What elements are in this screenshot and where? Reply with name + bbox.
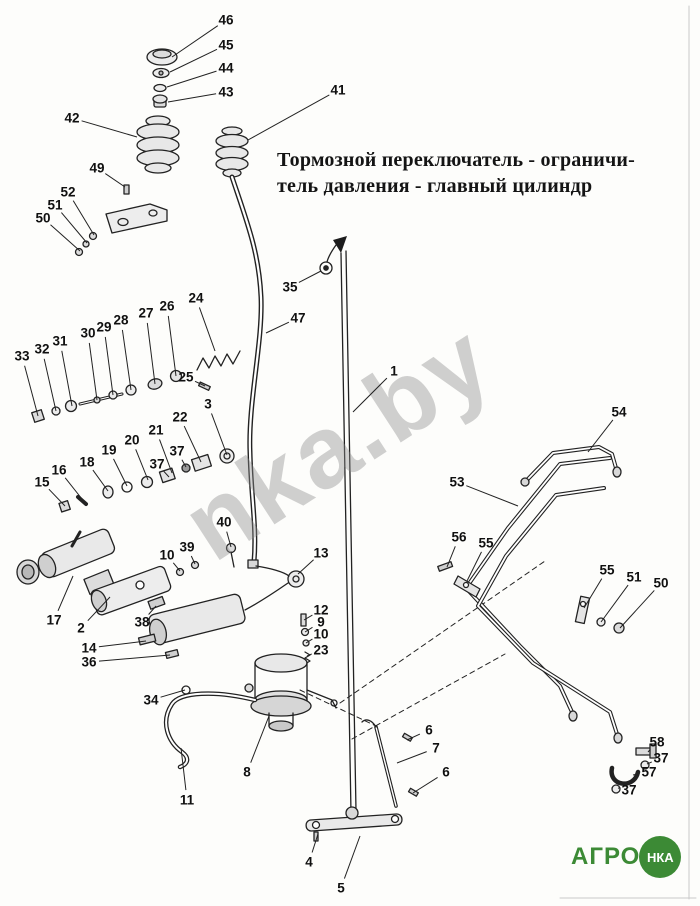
leader-line-31: [61, 350, 73, 407]
leader-line-22: [183, 425, 202, 463]
bottom-right-clamp: [609, 743, 657, 794]
leader-line-9: [304, 626, 313, 633]
diagram-title-line1: Тормозной переключатель - ограничи-: [277, 149, 636, 171]
leader-line-34: [160, 689, 186, 698]
leader-line-55: [583, 578, 603, 609]
pipe-clamps: [437, 561, 625, 634]
leader-line-42: [81, 120, 138, 138]
limiter-small-parts: [300, 613, 311, 665]
leader-line-15: [48, 488, 66, 507]
leader-line-58: [647, 749, 651, 753]
leader-line-37: [181, 459, 187, 468]
leader-line-2: [87, 596, 111, 622]
leader-line-47: [265, 321, 290, 334]
leader-line-35: [298, 270, 322, 283]
rod-7: [361, 719, 419, 808]
leader-line-14: [98, 640, 147, 648]
leader-line-21: [159, 439, 173, 474]
leader-line-37: [646, 761, 653, 765]
leader-line-20: [135, 449, 149, 481]
brand-logo: АГРО НКА: [571, 836, 682, 878]
leader-line-44: [166, 70, 217, 88]
leader-line-37: [163, 470, 170, 478]
leader-line-6: [412, 776, 438, 794]
master-cylinder-left: [16, 528, 116, 595]
leader-line-57: [632, 773, 640, 776]
scan-edge-lines: [559, 5, 697, 900]
leader-line-8: [250, 715, 270, 763]
leader-line-23: [306, 653, 313, 657]
diagram-title: Тормозной переключатель - ограничи- тель…: [277, 147, 689, 200]
leader-line-19: [113, 458, 128, 487]
leader-line-56: [446, 546, 456, 568]
leader-line-11: [180, 747, 187, 791]
leader-line-54: [587, 419, 614, 453]
leader-line-51: [61, 212, 88, 244]
leader-line-13: [297, 559, 314, 575]
hose-11: [163, 685, 258, 770]
diagram-title-line2: тель давления - главный цилиндр: [277, 175, 593, 198]
brake-rod-1: [319, 236, 357, 814]
leader-line-28: [121, 329, 132, 391]
leader-line-45: [169, 48, 218, 73]
leader-line-43: [167, 93, 217, 103]
leader-line-27: [146, 322, 156, 385]
leader-line-52: [72, 200, 95, 236]
reservoir-cap-parts: [146, 48, 178, 108]
leader-line-12: [303, 614, 313, 621]
leader-line-46: [171, 25, 219, 58]
leader-line-7: [396, 751, 427, 764]
leader-line-17: [57, 575, 74, 611]
leader-line-32: [43, 358, 57, 412]
leader-line-16: [64, 477, 83, 500]
fluid-reservoir-right: [215, 126, 249, 178]
logo-circle: НКА: [639, 836, 682, 878]
leader-line-24: [198, 307, 216, 352]
pressure-limiter-8: [244, 653, 338, 732]
leader-line-29: [104, 336, 114, 396]
leader-line-26: [167, 315, 177, 377]
leader-line-49: [105, 173, 126, 188]
leader-line-51: [600, 584, 629, 623]
assembly-guide-lines: [299, 560, 546, 740]
leader-line-10: [172, 562, 181, 572]
leader-line-10: [305, 638, 313, 644]
leader-line-40: [226, 531, 232, 548]
leader-line-6: [406, 733, 421, 741]
logo-text: АГРО: [571, 843, 641, 870]
master-cylinder-main: [137, 542, 289, 660]
leader-line-39: [190, 555, 196, 565]
leader-line-5: [343, 835, 361, 879]
banjo-fitting-13: [255, 565, 305, 588]
leader-line-36: [98, 654, 171, 662]
brake-lever-5: [305, 806, 403, 842]
leader-line-50: [619, 590, 655, 629]
leader-line-3: [211, 413, 228, 456]
leader-line-50: [50, 224, 81, 252]
leader-line-4: [311, 833, 319, 853]
leader-line-1: [352, 377, 388, 413]
leader-line-38: [148, 605, 157, 615]
hose-47: [229, 174, 264, 569]
leader-line-55: [466, 551, 482, 582]
leader-line-41: [247, 94, 330, 141]
leader-line-53: [466, 485, 519, 507]
leader-line-33: [24, 365, 39, 417]
leader-line-18: [92, 469, 109, 492]
master-cylinder-mid: [90, 565, 172, 616]
fluid-reservoir-left: [136, 115, 180, 174]
cylinder-internals-row: [58, 448, 235, 513]
mounting-bracket: [74, 184, 168, 257]
leader-line-30: [88, 342, 98, 401]
leader-line-25: [194, 380, 206, 387]
